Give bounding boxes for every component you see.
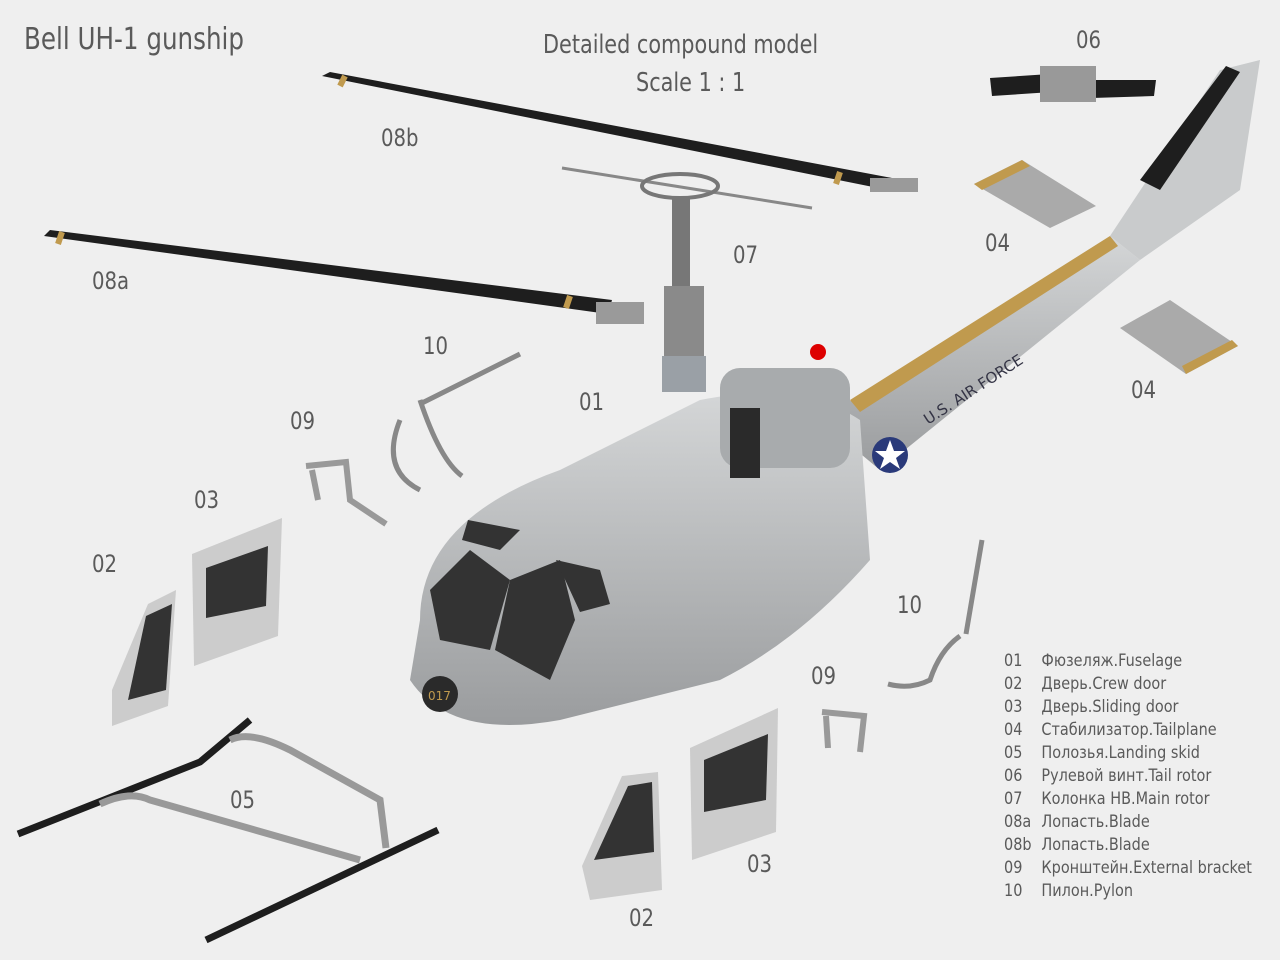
landing-skid-05	[16, 717, 440, 944]
legend-label: Фюзеляж.Fuselage	[1041, 651, 1183, 671]
fuselage-01: 017 U.S. AIR FORCE	[410, 60, 1260, 725]
legend-label: Лопасть.Blade	[1041, 812, 1150, 832]
legend-row: 07 Колонка НВ.Main rotor	[1004, 788, 1252, 811]
legend-number: 09	[1004, 858, 1023, 878]
parts-legend: 01 Фюзеляж.Fuselage 02 Дверь.Crew door 03 Две…	[1004, 650, 1280, 903]
main-rotor-07	[561, 166, 813, 392]
callout-02-left: 02	[92, 550, 118, 578]
legend-number: 06	[1004, 766, 1023, 786]
legend-label: Кронштейн.External bracket	[1041, 858, 1252, 878]
legend-label: Дверь.Sliding door	[1041, 697, 1179, 717]
pylon-10-left	[390, 351, 522, 493]
legend-number: 10	[1004, 881, 1023, 901]
callout-01: 01	[579, 388, 605, 416]
blade-08b	[322, 72, 918, 192]
legend-number: 04	[1004, 720, 1023, 740]
scale-label: Scale 1 : 1	[636, 68, 746, 98]
bracket-09-left	[305, 458, 388, 527]
callout-06: 06	[1076, 26, 1102, 54]
callout-09-left: 09	[290, 407, 316, 435]
callout-09-right: 09	[811, 662, 837, 690]
legend-label: Лопасть.Blade	[1041, 835, 1150, 855]
legend-row: 01 Фюзеляж.Fuselage	[1004, 650, 1252, 673]
nose-number: 017	[428, 689, 451, 703]
tailplane-04-lower	[1120, 300, 1238, 374]
legend-number: 05	[1004, 743, 1023, 763]
legend-row: 04 Стабилизатор.Tailplane	[1004, 719, 1252, 742]
legend-number: 02	[1004, 674, 1023, 694]
callout-03-right: 03	[747, 850, 773, 878]
legend-label: Полозья.Landing skid	[1041, 743, 1200, 763]
legend-row: 02 Дверь.Crew door	[1004, 673, 1252, 696]
callout-08b: 08b	[381, 124, 419, 152]
legend-number: 01	[1004, 651, 1023, 671]
blade-08a	[44, 230, 644, 324]
legend-label: Пилон.Pylon	[1041, 881, 1134, 901]
callout-03-left: 03	[194, 486, 220, 514]
legend-row: 05 Полозья.Landing skid	[1004, 742, 1252, 765]
legend-label: Колонка НВ.Main rotor	[1041, 789, 1210, 809]
page-title: Bell UH-1 gunship	[24, 22, 245, 57]
legend-row: 03 Дверь.Sliding door	[1004, 696, 1252, 719]
legend-label: Дверь.Crew door	[1041, 674, 1167, 694]
legend-label: Рулевой винт.Tail rotor	[1041, 766, 1212, 786]
callout-08a: 08a	[92, 267, 130, 295]
legend-row: 06 Рулевой винт.Tail rotor	[1004, 765, 1252, 788]
callout-05: 05	[230, 786, 256, 814]
legend-label: Стабилизатор.Tailplane	[1041, 720, 1217, 740]
legend-row: 08a Лопасть.Blade	[1004, 811, 1252, 834]
callout-04-upper: 04	[985, 229, 1011, 257]
legend-number: 03	[1004, 697, 1023, 717]
callout-07: 07	[733, 241, 759, 269]
legend-row: 09 Кронштейн.External bracket	[1004, 857, 1252, 880]
callout-04-lower: 04	[1131, 376, 1157, 404]
callout-10-left: 10	[423, 332, 449, 360]
tail-rotor-06	[990, 66, 1156, 102]
legend-row: 10 Пилон.Pylon	[1004, 880, 1252, 903]
callout-10-right: 10	[897, 591, 923, 619]
subtitle: Detailed compound model	[543, 30, 819, 60]
pylon-10-right	[887, 539, 985, 689]
tailplane-04-upper	[974, 160, 1096, 228]
legend-number: 08b	[1004, 835, 1032, 855]
legend-number: 07	[1004, 789, 1023, 809]
legend-row: 08b Лопасть.Blade	[1004, 834, 1252, 857]
legend-number: 08a	[1004, 812, 1032, 832]
callout-02-right: 02	[629, 904, 655, 932]
bracket-09-right	[821, 709, 868, 753]
